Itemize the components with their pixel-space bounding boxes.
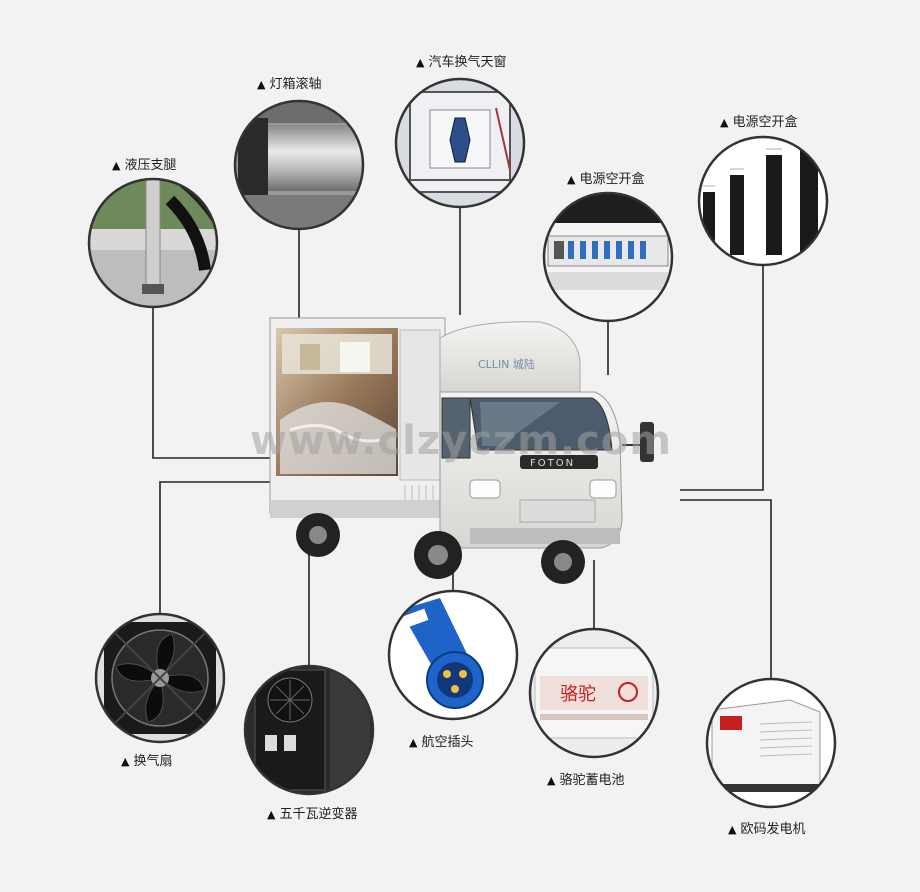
battery-icon: 骆驼 [528,627,660,759]
truck-illustration: CLLIN 城陆 FOTON [269,317,654,584]
label-lightbox-roller: ▲灯箱滚轴 [257,77,322,92]
roof-vent-icon [394,77,526,209]
truck-cab-text: CLLIN 城陆 [478,357,535,371]
generator-icon [705,677,837,809]
watermark-text: www.clzyczm.com [250,418,673,464]
battery-brand-text: 骆驼 [560,684,596,705]
connector-power-box-2 [680,265,764,491]
label-generator: ▲欧码发电机 [728,822,806,837]
label-aviation-plug: ▲航空插头 [409,735,474,750]
label-hydraulic-leg: ▲液压支腿 [112,158,177,173]
label-power-box-1: ▲电源空开盒 [567,172,645,187]
connector-hydraulic-leg [152,307,270,459]
label-battery: ▲骆驼蓄电池 [547,773,625,788]
inverter-icon [243,664,375,796]
plug-icon [387,589,519,721]
label-power-box-2: ▲电源空开盒 [720,115,798,130]
truck-roof-fairing [439,321,581,393]
connector-generator [680,499,772,679]
roller-icon [233,99,365,231]
speaker-column-icon [697,135,829,267]
connector-lines [152,207,772,679]
breaker-box-icon [542,191,674,323]
hydraulic-leg-icon [87,177,219,309]
connector-exhaust-fan [159,481,272,614]
label-exhaust-fan: ▲换气扇 [121,754,173,769]
label-roof-vent: ▲汽车换气天窗 [416,55,507,70]
truck-brand-text: FOTON [530,458,575,469]
fan-icon [94,612,226,744]
label-inverter: ▲五千瓦逆变器 [267,807,358,822]
